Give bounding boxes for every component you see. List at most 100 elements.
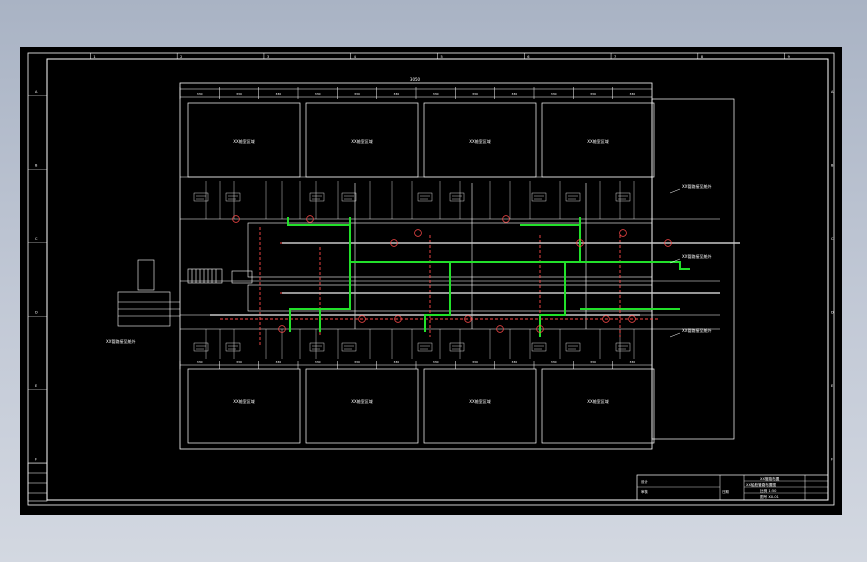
left-inlet	[117, 259, 253, 327]
annotation-box	[565, 192, 581, 202]
annotation-box	[531, 342, 547, 352]
dimension-label: 330	[511, 360, 517, 364]
valve-icon	[628, 315, 636, 323]
dimension-label: 330	[551, 360, 557, 364]
title-small-2: 审核	[641, 489, 648, 494]
dimension-label: 330	[315, 360, 321, 364]
border-tick-label: E	[35, 384, 37, 388]
annotation-box	[615, 192, 631, 202]
annotation-box	[531, 192, 547, 202]
annotation-box	[341, 342, 357, 352]
border-tick-label: 3	[267, 55, 269, 59]
gray-pipes	[210, 242, 740, 316]
right-callout-3: XX管路接至舱外	[682, 327, 711, 333]
hull-outline	[179, 82, 653, 450]
revision-strip	[27, 462, 48, 502]
room-bottom-label: XX舱室区域	[351, 398, 372, 404]
dimension-label: 330	[629, 360, 635, 364]
valve-icon	[619, 229, 627, 237]
valve-icon	[278, 325, 286, 333]
annotation-box	[193, 192, 209, 202]
right-callout-2: XX管路接至舱外	[682, 253, 711, 259]
room-top-label: XX舱室区域	[351, 138, 372, 144]
annotation-box	[193, 342, 209, 352]
pipe-fittings	[232, 215, 672, 333]
annotation-box	[417, 342, 433, 352]
dimension-label: 330	[315, 92, 321, 96]
border-tick-label: F	[35, 457, 37, 461]
title-small-1: 设计	[641, 479, 648, 484]
valve-icon	[502, 215, 510, 223]
dimension-label: 330	[590, 92, 596, 96]
border-tick-label: 7	[614, 55, 616, 59]
annotation-box	[449, 342, 465, 352]
valve-icon	[394, 315, 402, 323]
valve-icon	[306, 215, 314, 223]
title-row-2: XX船舶管路布置图	[746, 482, 776, 487]
dimension-label: 330	[472, 92, 478, 96]
dimension-label: 330	[197, 92, 203, 96]
dimension-label: 330	[433, 360, 439, 364]
border-tick-label: C	[35, 237, 38, 241]
room-bottom	[187, 368, 301, 444]
dimension-label: 330	[629, 92, 635, 96]
title-row-1: XX管路布置	[760, 476, 780, 481]
room-bottom-label: XX舱室区域	[587, 398, 608, 404]
dimension-label: 330	[354, 92, 360, 96]
room-top-label: XX舱室区域	[233, 138, 254, 144]
border-tick-label: 4	[354, 55, 357, 59]
pipe-annotations	[193, 192, 631, 352]
dimension-label: 330	[393, 92, 399, 96]
room-bottom	[541, 368, 655, 444]
border-tick-label: 8	[701, 55, 703, 59]
annotation-box	[615, 342, 631, 352]
dimension-label: 330	[393, 360, 399, 364]
annotation-box	[309, 192, 325, 202]
dimension-label: 330	[236, 92, 242, 96]
title-row-4: 图号 XX-01	[760, 494, 779, 499]
annotation-box	[449, 192, 465, 202]
stern-extension	[651, 98, 735, 440]
valve-icon	[232, 215, 240, 223]
annotation-box	[565, 342, 581, 352]
border-tick-label: B	[831, 163, 834, 167]
dimension-label: 330	[275, 360, 281, 364]
border-tick-label: 6	[527, 55, 529, 59]
border-tick-label: A	[35, 90, 38, 94]
border-tick-label: A	[831, 90, 834, 94]
annotation-box	[341, 192, 357, 202]
outer-frame	[27, 52, 835, 506]
valve-icon	[664, 239, 672, 247]
room-top-label: XX舱室区域	[587, 138, 608, 144]
border-tick-label: F	[831, 457, 833, 461]
room-bottom	[423, 368, 537, 444]
border-tick-label: B	[35, 163, 38, 167]
dimension-label: 330	[275, 92, 281, 96]
dimension-label: 330	[511, 92, 517, 96]
valve-icon	[414, 229, 422, 237]
right-callouts: XX管路接至舱外 XX管路接至舱外 XX管路接至舱外	[669, 183, 711, 338]
dimension-label: 330	[590, 360, 596, 364]
valve-icon	[464, 315, 472, 323]
dimension-label: 330	[472, 360, 478, 364]
dimension-label: 330	[197, 360, 203, 364]
valve-icon	[358, 315, 366, 323]
border-tick-label: 1	[93, 55, 95, 59]
overall-dimension: 3050	[410, 77, 421, 82]
left-callout: XX管路接至舱外	[106, 338, 135, 344]
valve-icon	[390, 239, 398, 247]
frame-lines	[205, 181, 635, 359]
border-tick-label: 5	[441, 55, 443, 59]
annotation-box	[225, 192, 241, 202]
border-tick-label: 2	[180, 55, 182, 59]
annotation-box	[417, 192, 433, 202]
inner-frame	[46, 58, 829, 501]
dimension-label: 330	[433, 92, 439, 96]
